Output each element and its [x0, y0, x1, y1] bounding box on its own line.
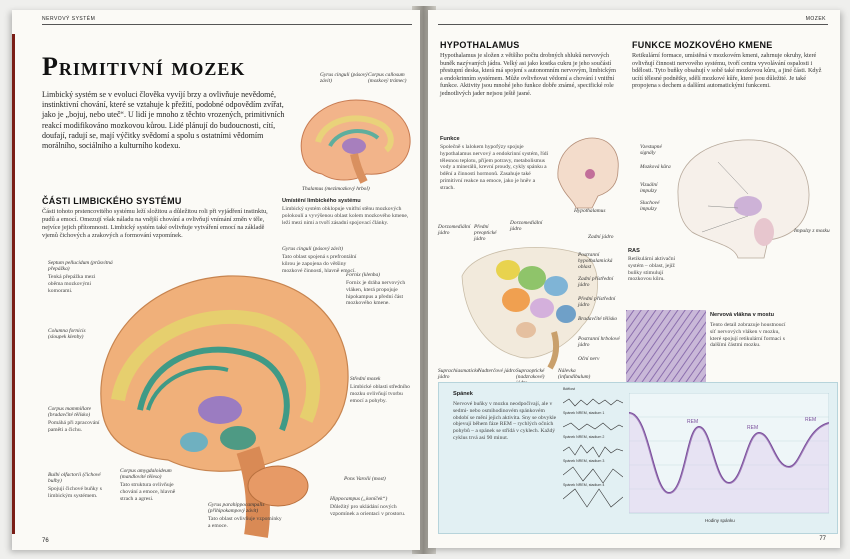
intro-paragraph: Limbický systém se v evoluci člověka vyv…: [42, 90, 285, 151]
label-fornix: Fornix (klenba): [346, 272, 380, 278]
label-corpus-mammillare-text: Pomáhá při zpracování paměti a čichu.: [48, 420, 100, 433]
nucleus-nalevka: Nálevka (infundibulum): [558, 368, 591, 381]
left-page-edge-bar: [12, 34, 15, 534]
vlakna-paragraph: Tento detail zobrazuje houstnoucí síť ne…: [710, 322, 786, 349]
brainstem-diagram: [677, 139, 810, 259]
running-head-right: Mozek: [805, 16, 826, 22]
spanek-heading: Spánek: [453, 391, 473, 397]
nucleus-predni-pristedni: Přední přístřední jádro: [578, 296, 616, 309]
label-bulbi: Bulbi olfactorii (čichové bulby): [48, 472, 101, 485]
kmen-label-impulzy: Impulzy z mozku: [794, 228, 830, 234]
graph-rem-1: REM: [687, 419, 698, 425]
label-pons: Pons Varolii (most): [344, 476, 386, 482]
label-septum: Septum pellucidum (průsvitná přepážka): [48, 260, 113, 273]
inset-label-corpus: Corpus callosum (mozkový trámec): [368, 72, 407, 85]
limbic-system-illustration: [100, 275, 349, 538]
funkce-paragraph: Společně s lalokem hypofýzy spojuje hypo…: [440, 144, 549, 191]
nucleus-optic: Oční nerv: [578, 356, 600, 362]
section-paragraph: Části tohoto prstencovitého systému leží…: [42, 208, 268, 239]
eeg-label-1: Spánek NREM, stadium 1: [563, 411, 605, 415]
eeg-label-2: Spánek NREM, stadium 2: [563, 435, 605, 439]
section-heading: Části limbického systému: [42, 196, 182, 206]
page-number-right: 77: [819, 536, 826, 542]
nucleus-suprachiasmaticke: Suprachiasmatické jádro: [438, 368, 480, 381]
kmen-label-mozkova-kura: Mozková kůra: [640, 164, 671, 170]
inset-label-gyrus: Gyrus cinguli (pásový závit): [320, 72, 368, 85]
top-rule-right: [438, 24, 828, 25]
label-stredni-mozek-text: Limbické oblasti středního mozku ovlivňu…: [350, 384, 410, 404]
inset-caption-head: Umístění limbického systému: [282, 198, 361, 204]
label-septum-text: Tenká přepážka mezi oběma mozkovými komo…: [48, 274, 96, 294]
running-head-left: Nervový systém: [42, 16, 96, 22]
label-gyrus-cinguli-text: Tato oblast spojená s prefrontální kůrou…: [282, 254, 357, 274]
label-stredni-mozek: Střední mozek: [350, 376, 381, 382]
right-page: Mozek Hypothalamus Hypothalamus je slože…: [428, 10, 840, 548]
graph-x-label: Hodiny spánku: [705, 518, 735, 523]
label-gyrus-cinguli: Gyrus cinguli (pásový závit): [282, 246, 343, 252]
hypothalamus-head-diagram: [557, 137, 619, 209]
kmen-label-vizualni: Vizuální impulzy: [640, 182, 658, 195]
graph-rem-3: REM: [805, 417, 816, 423]
label-gyrus-parahippocampalis-text: Tato oblast ovlivňuje vzpomínky a emoce.: [208, 516, 282, 529]
eeg-label-3: Spánek NREM, stadium 3: [563, 459, 605, 463]
vlakna-heading: Nervová vlákna v mostu: [710, 312, 775, 318]
nucleus-dorsomedial: Dorzomediální jádro: [510, 220, 543, 233]
page-title: Primitivní mozek: [42, 52, 246, 81]
label-corpus-amygdaloideum-text: Tato struktura ovlivňuje chování a emoce…: [120, 482, 176, 502]
spanek-paragraph: Nervové buňky v mozku neodpočívají, ale …: [453, 401, 557, 441]
eeg-label-4: Spánek NREM, stadium 4: [563, 483, 605, 487]
hypothalamic-nuclei-diagram: [461, 247, 598, 370]
label-gyrus-parahippocampalis: Gyrus parahippocampalis (přihipokampový …: [208, 502, 265, 515]
kmen-label-vzestupne: Vzestupné signály: [640, 144, 662, 157]
inset-caption-text: Limbický systém obklopuje vnitřní stěnu …: [282, 206, 409, 226]
funkce-heading: Funkce: [440, 136, 460, 142]
nucleus-preopticke: Přední preoptické jádro: [474, 224, 497, 243]
ras-heading: RAS: [628, 248, 640, 254]
inset-brain-illustration: [300, 99, 411, 184]
nucleus-postranni-hrbolove: Postranní hrbolové jádro: [578, 336, 620, 349]
label-corpus-amygdaloideum: Corpus amygdaloideum (mandlovité těleso): [120, 468, 172, 481]
top-rule-left: [42, 24, 412, 25]
eeg-traces: [563, 398, 623, 508]
nerve-fiber-micrograph: [626, 310, 706, 384]
nucleus-dorsomedial-left: Dorzomediální jádro: [438, 224, 471, 237]
nucleus-bradavcite: Bradavčité tělísko: [578, 316, 618, 322]
page-number-left: 76: [42, 538, 49, 544]
hypothalamus-callout: Hypothalamus: [574, 208, 606, 214]
kmen-label-sluchove: Sluchové impulzy: [640, 200, 660, 213]
sleep-cycle-graph: REM REM REM Hodiny spánku: [629, 393, 829, 523]
graph-rem-2: REM: [747, 425, 758, 431]
hypothalamus-heading: Hypothalamus: [440, 40, 520, 50]
kmen-paragraph: Retikulární formace, umístěná v mozkovém…: [632, 52, 822, 90]
label-hippocampus-text: Důležitý pro ukládání nových vzpomínek a…: [330, 504, 406, 517]
nucleus-nadterove: Nadterčové jádro: [478, 368, 516, 374]
label-hippocampus: Hippocampus („koníček“): [330, 496, 388, 502]
eeg-label-0: Bdělost: [563, 387, 575, 391]
label-fornix-text: Fornix je dráha nervových vláken, která …: [346, 280, 406, 307]
nucleus-postranni: Postranní hypothalamická oblast: [578, 252, 613, 271]
inset-label-thalamus: Thalamus (mezimozkový hrbol): [302, 186, 370, 192]
label-columna: Columna fornicis (sloupek klenby): [48, 328, 86, 341]
ras-paragraph: Retikulární aktivační systém – oblast, j…: [628, 256, 676, 283]
left-page: Nervový systém Primitivní mozek Limbický…: [12, 10, 420, 550]
label-bulbi-text: Spojují čichové buňky s limbickým systém…: [48, 486, 102, 499]
sleep-panel: Spánek Nervové buňky v mozku neodpočívaj…: [438, 382, 838, 534]
kmen-heading: Funkce mozkového kmene: [632, 40, 773, 50]
hypothalamus-paragraph: Hypothalamus je složen z většího počtu d…: [440, 52, 616, 97]
nucleus-zadni: Zadní jádro: [588, 234, 614, 240]
label-corpus-mammillare: Corpus mammillare (bradavčité tělísko): [48, 406, 92, 419]
nucleus-zadni-pristedni: Zadní přístřední jádro: [578, 276, 614, 289]
